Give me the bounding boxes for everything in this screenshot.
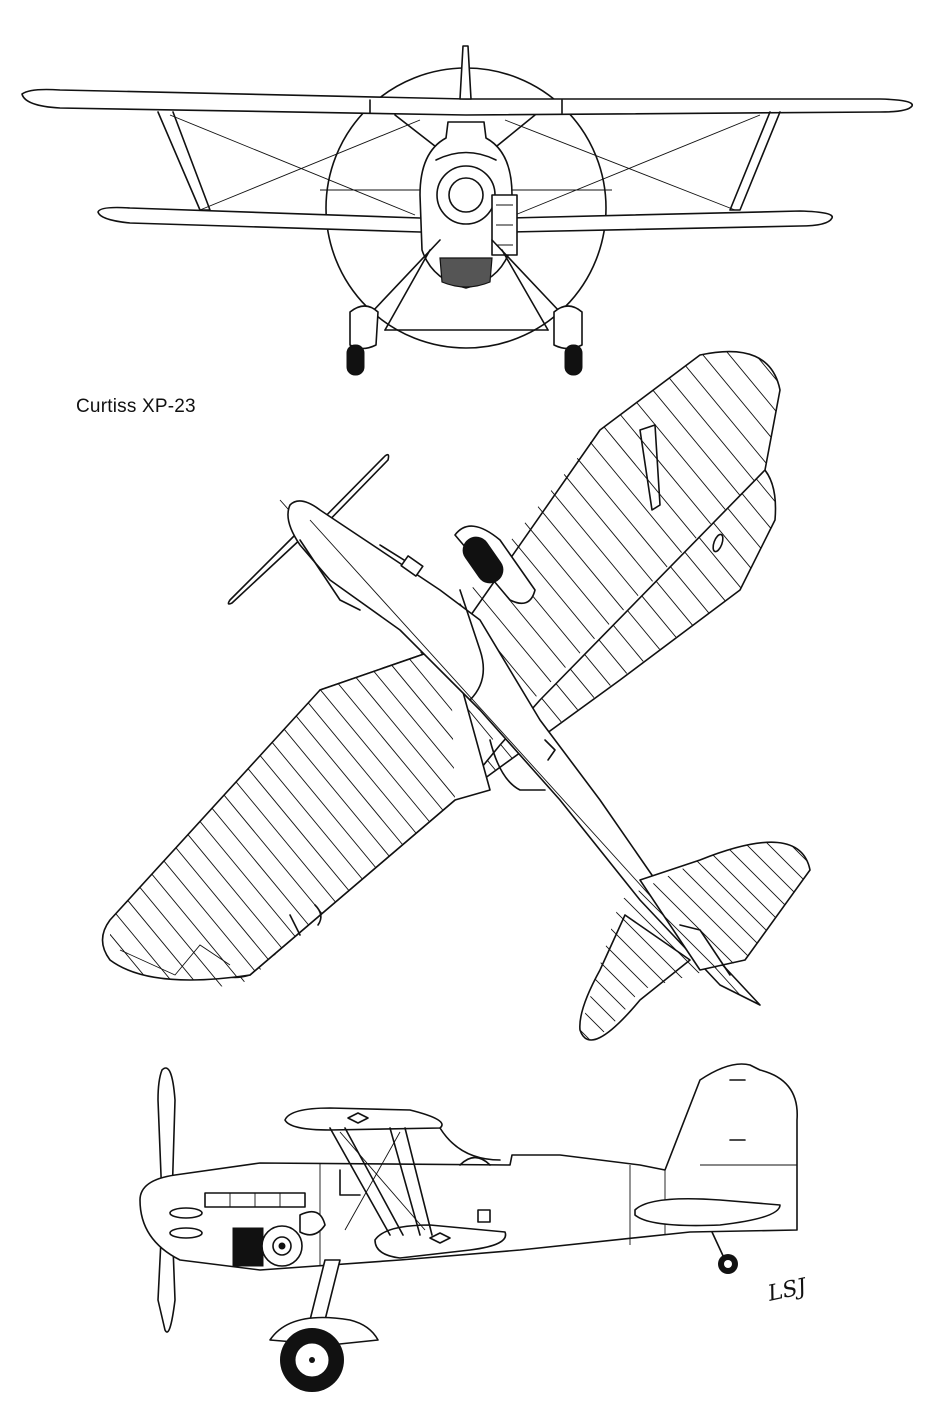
side-view [139, 1063, 798, 1392]
side-tail-wheel [711, 1231, 738, 1274]
front-view [21, 45, 913, 376]
front-fuselage [419, 121, 518, 289]
front-fin [459, 45, 472, 100]
front-landing-gear [346, 239, 583, 376]
side-engine-detail [169, 1169, 361, 1267]
plan-cockpit [454, 525, 536, 701]
side-lower-wing [374, 1224, 507, 1259]
side-struts [329, 1127, 501, 1236]
front-upper-wing [21, 88, 913, 116]
plan-details [489, 424, 724, 791]
side-main-gear [269, 1259, 379, 1392]
plan-view [101, 350, 811, 1041]
aircraft-caption: Curtiss XP-23 [76, 396, 196, 417]
side-upper-wing [284, 1107, 443, 1131]
